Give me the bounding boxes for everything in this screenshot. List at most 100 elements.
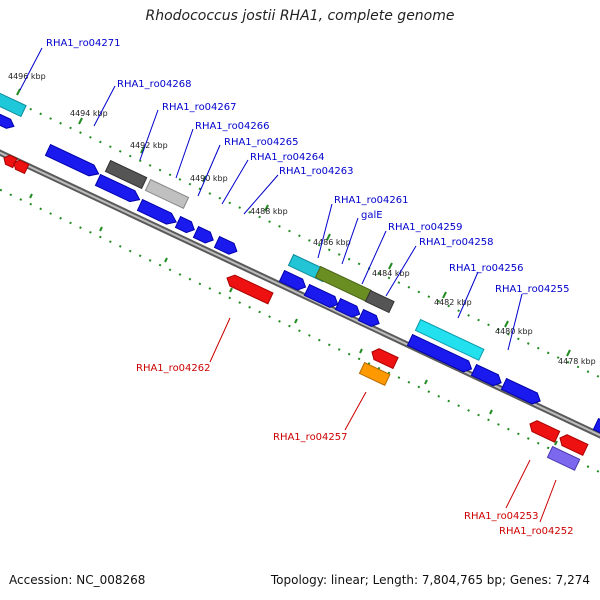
gene-label[interactable]: RHA1_ro04252 (499, 526, 574, 537)
gene-label[interactable]: RHA1_ro04271 (46, 38, 121, 49)
forward-gene-arrow[interactable] (303, 283, 340, 310)
major-tick (78, 117, 83, 125)
reverse-gene-arrow[interactable] (224, 273, 274, 305)
gene-label[interactable]: RHA1_ro04263 (279, 166, 354, 177)
gene-label[interactable]: RHA1_ro04266 (195, 121, 270, 132)
gene-label[interactable]: RHA1_ro04268 (117, 79, 192, 90)
gene-label[interactable]: RHA1_ro04255 (495, 284, 570, 295)
reverse-label-leaders (209, 317, 557, 523)
feature-lower-orange[interactable] (358, 361, 391, 387)
major-tick (140, 146, 145, 154)
gene-label[interactable]: RHA1_ro04256 (449, 263, 524, 274)
feature-upper-5[interactable] (364, 289, 395, 314)
major-tick (442, 291, 447, 299)
leader-line (457, 271, 479, 319)
reverse-gene-arrow[interactable] (527, 419, 561, 443)
kbp-tick-label: 4494 kbp (70, 109, 108, 118)
leader-line (19, 47, 43, 91)
forward-gene-arrow[interactable] (136, 198, 178, 228)
upper-tick-track (0, 93, 600, 379)
major-tick (164, 257, 168, 263)
kbp-tick-label: 4490 kbp (190, 174, 228, 183)
feature-lower-purple[interactable] (546, 445, 581, 471)
gene-label[interactable]: RHA1_ro04253 (464, 511, 539, 522)
leader-line (505, 459, 531, 509)
leader-line (539, 479, 557, 523)
gene-label[interactable]: RHA1_ro04267 (162, 102, 237, 113)
gene-label[interactable]: galE (361, 210, 383, 221)
accession-text: Accession: NC_008268 (9, 573, 146, 587)
major-tick (202, 175, 207, 183)
leader-line (507, 293, 523, 351)
major-tick (359, 348, 363, 354)
forward-gene-arrow[interactable] (94, 173, 142, 205)
reverse-gene-arrow[interactable] (557, 433, 589, 457)
leader-line (175, 128, 194, 179)
forward-gene-arrow[interactable] (357, 308, 381, 329)
major-tick (229, 287, 233, 293)
leader-line (209, 317, 231, 363)
reverse-labels: RHA1_ro04262 RHA1_ro04257 RHA1_ro04253 R… (136, 363, 574, 537)
kbp-tick-label: 4480 kbp (495, 327, 533, 336)
forward-label-leaders (19, 47, 523, 351)
lower-major-ticks (29, 193, 558, 446)
upper-major-ticks (16, 88, 571, 357)
major-tick (388, 262, 393, 270)
forward-gene-arrow[interactable] (592, 417, 600, 438)
kbp-tick-label: 4478 kbp (558, 357, 596, 366)
major-tick (294, 318, 298, 324)
genome-title: Rhodococcus jostii RHA1, complete genome (145, 8, 455, 24)
kbp-tick-label: 4488 kbp (250, 207, 288, 216)
leader-line (93, 85, 116, 127)
kbp-tick-label: 4486 kbp (313, 238, 351, 247)
major-tick (16, 88, 21, 96)
kbp-tick-label: 4484 kbp (372, 269, 410, 278)
lower-tick-track (0, 188, 600, 474)
forward-gene-arrow[interactable] (213, 235, 239, 257)
major-tick (554, 440, 558, 446)
leader-line (361, 230, 387, 285)
forward-gene-arrow[interactable] (500, 377, 542, 407)
reverse-gene-arrow[interactable] (12, 158, 30, 175)
forward-gene-arrow[interactable] (334, 297, 362, 320)
major-tick (504, 320, 509, 328)
gene-label[interactable]: RHA1_ro04259 (388, 222, 463, 233)
feature-upper-6[interactable] (414, 318, 485, 361)
feature-upper-2[interactable] (144, 178, 190, 209)
leader-line (344, 391, 367, 431)
forward-gene-arrow[interactable] (192, 225, 215, 246)
feature-upper-1[interactable] (104, 159, 148, 190)
leader-line (243, 174, 279, 215)
forward-gene-arrow[interactable] (278, 269, 308, 293)
major-tick (29, 193, 33, 199)
gene-label[interactable]: RHA1_ro04258 (419, 237, 494, 248)
gene-label[interactable]: RHA1_ro04264 (250, 152, 325, 163)
major-tick (264, 204, 269, 212)
forward-labels: RHA1_ro04271 RHA1_ro04268 RHA1_ro04267 R… (46, 38, 570, 295)
forward-gene-arrow[interactable] (44, 143, 101, 180)
gene-label[interactable]: RHA1_ro04261 (334, 195, 409, 206)
forward-gene-arrow[interactable] (470, 363, 503, 389)
kbp-tick-label: 4482 kbp (434, 298, 472, 307)
gene-label[interactable]: RHA1_ro04262 (136, 363, 211, 374)
forward-gene-arrow[interactable] (406, 333, 474, 375)
leader-line (341, 217, 359, 265)
leader-line (139, 109, 159, 161)
leader-line (221, 159, 249, 205)
gene-label[interactable]: RHA1_ro04257 (273, 432, 348, 443)
major-tick (489, 409, 493, 415)
major-tick (326, 233, 331, 241)
reverse-gene-arrow[interactable] (369, 347, 399, 370)
leader-line (317, 203, 333, 259)
feature-upper-0[interactable] (0, 91, 27, 118)
forward-gene-arrow[interactable] (174, 215, 196, 236)
major-tick (566, 349, 571, 357)
leader-line (385, 245, 417, 297)
leader-line (197, 144, 221, 197)
reverse-gene-arrows (3, 154, 589, 457)
gene-label[interactable]: RHA1_ro04265 (224, 137, 299, 148)
forward-gene-arrow[interactable] (0, 111, 16, 130)
forward-gene-arrows (0, 111, 600, 438)
